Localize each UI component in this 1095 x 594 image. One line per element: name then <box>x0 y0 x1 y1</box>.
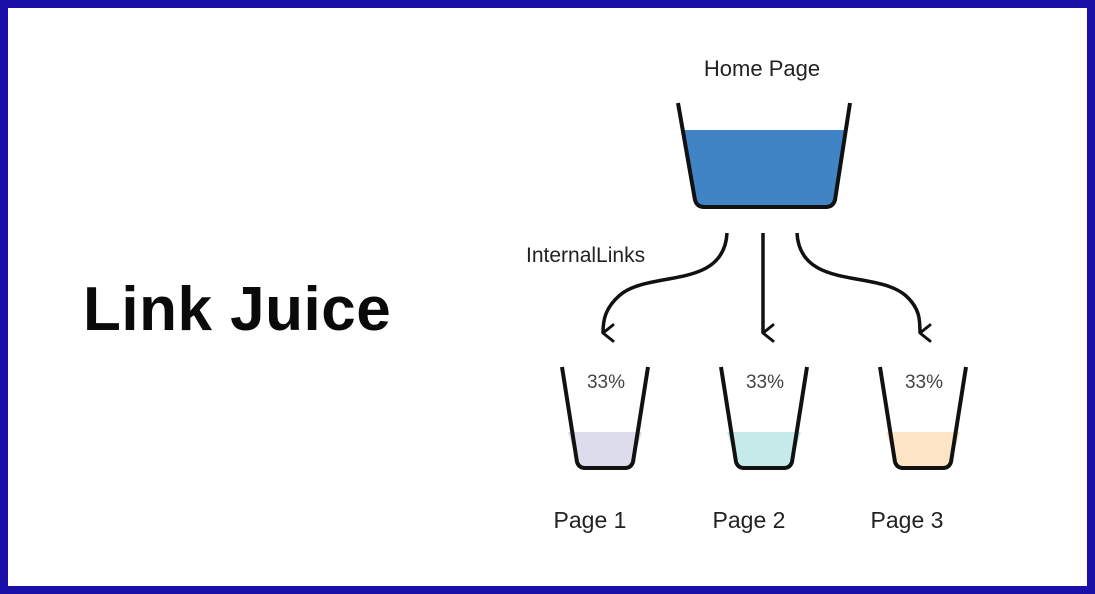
home-page-water <box>683 130 845 207</box>
slide-canvas: Link Juice Home Page InternalLinks 33% Pa… <box>8 8 1087 586</box>
page-1-label: Page 1 <box>554 507 627 533</box>
page-2-share: 33% <box>746 372 784 393</box>
page-2-cup: 33% Page 2 <box>713 366 809 533</box>
internal-links-label: InternalLinks <box>526 244 645 267</box>
page-1-share: 33% <box>587 372 625 393</box>
page-1-cup: 33% Page 1 <box>554 366 650 533</box>
link-juice-diagram: Home Page InternalLinks 33% Page 1 33% Page… <box>526 56 968 533</box>
page-2-water <box>727 432 801 468</box>
page-3-cup-outline <box>878 366 968 470</box>
page-title: Link Juice <box>83 275 392 344</box>
page-2-cup-outline <box>719 366 809 470</box>
page-3-water <box>886 432 960 468</box>
home-page-bucket <box>676 102 852 209</box>
page-3-share: 33% <box>905 372 943 393</box>
page-1-cup-outline <box>560 366 650 470</box>
page-3-label: Page 3 <box>871 507 944 533</box>
page-1-water <box>568 432 642 468</box>
home-page-label: Home Page <box>704 56 820 81</box>
arrow-to-page-3 <box>795 232 932 343</box>
arrow-to-page-1 <box>601 232 729 343</box>
page-2-label: Page 2 <box>713 507 786 533</box>
page-3-cup: 33% Page 3 <box>871 366 968 533</box>
